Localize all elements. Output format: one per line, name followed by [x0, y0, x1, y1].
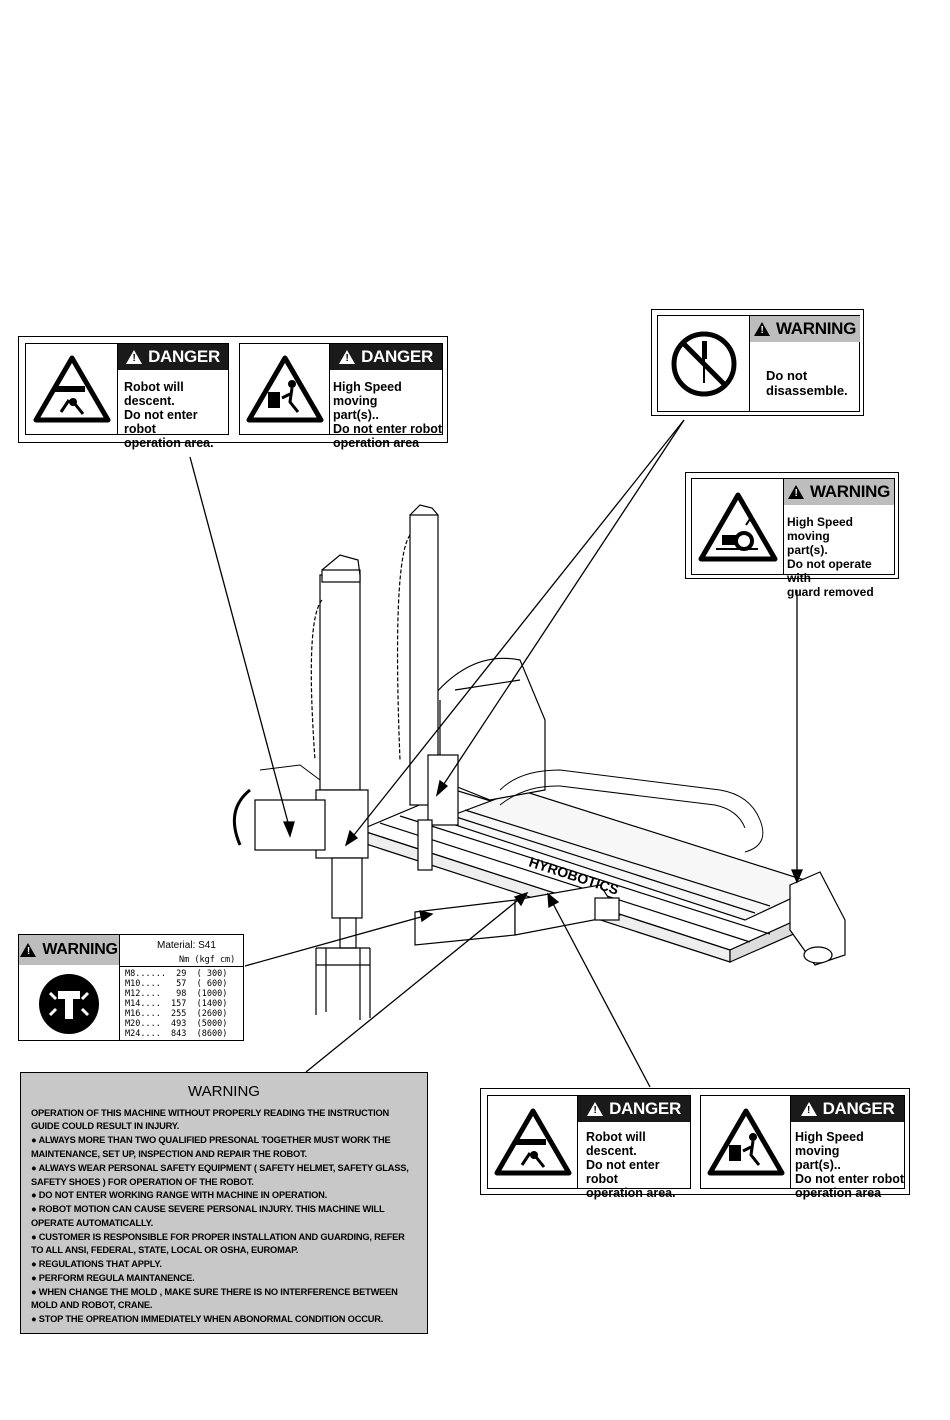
torque-row: M10.... 57 ( 600)	[125, 979, 228, 989]
torque-units: Nm (kgf cm)	[179, 955, 236, 965]
torque-row: M20.... 493 (5000)	[125, 1019, 228, 1029]
danger-header-text: DANGER	[148, 347, 220, 366]
danger-text: High Speed moving part(s).. Do not enter…	[795, 1130, 905, 1200]
torque-material: Material: S41	[157, 940, 216, 951]
alert-triangle-icon: !	[126, 350, 143, 364]
warning-header-text: WARNING	[42, 941, 118, 958]
warning-line: ● ALWAYS WEAR PERSONAL SAFETY EQUIPMENT …	[31, 1163, 409, 1173]
danger-header: ! DANGER	[578, 1096, 690, 1122]
torque-divider	[120, 966, 243, 967]
alert-triangle-icon: !	[753, 322, 770, 336]
alert-triangle-icon: !	[587, 1102, 604, 1116]
alert-triangle-icon: !	[800, 1102, 817, 1116]
danger-text: High Speed moving part(s).. Do not enter…	[333, 380, 443, 450]
warning-line: ● ROBOT MOTION CAN CAUSE SEVERE PERSONAL…	[31, 1204, 385, 1214]
torque-row: M24.... 843 (8600)	[125, 1029, 228, 1039]
warning-header-text: WARNING	[775, 319, 857, 338]
warning-label-inner: ! WARNING High Speed moving part(s). Do n…	[691, 478, 895, 599]
warning-line: ● PERFORM REGULA MAINTANENCE.	[31, 1273, 195, 1283]
crush-hazard-icon	[26, 344, 118, 434]
warning-line: ● CUSTOMER IS RESPONSIBLE FOR PROPER INS…	[31, 1232, 405, 1242]
alert-triangle-icon: !	[20, 943, 37, 957]
danger-header: ! DANGER	[330, 344, 442, 370]
moving-parts-hazard-icon	[701, 1096, 791, 1188]
warning-label-inner: ! WARNING Do not disassemble.	[657, 315, 860, 412]
crush-hazard-icon	[488, 1096, 578, 1188]
torque-row: M16.... 255 (2600)	[125, 1009, 228, 1019]
torque-row: M12.... 98 (1000)	[125, 989, 228, 999]
danger-text: Robot will descent. Do not enter robot o…	[124, 380, 214, 450]
danger-text: Robot will descent. Do not enter robot o…	[586, 1130, 676, 1200]
danger-label-speed-bottom: ! DANGER High Speed moving part(s).. Do n…	[700, 1095, 905, 1200]
entanglement-hazard-icon	[692, 479, 784, 574]
danger-label-group-top: ! DANGER Robot will descent. Do not enter…	[18, 336, 448, 450]
warning-line: OPERATE AUTOMATICALLY.	[31, 1218, 153, 1228]
warning-line: TO ALL ANSI, FEDERAL, STATE, LOCAL OR OS…	[31, 1245, 299, 1255]
warning-label-guard: ! WARNING High Speed moving part(s). Do n…	[685, 472, 899, 599]
danger-header-text: DANGER	[361, 347, 433, 366]
warning-line: MOLD AND ROBOT, CRANE.	[31, 1300, 153, 1310]
warning-text: High Speed moving part(s). Do not operat…	[787, 515, 874, 599]
warning-line: OPERATION OF THIS MACHINE WITHOUT PROPER…	[31, 1108, 389, 1118]
warning-line: ● REGULATIONS THAT APPLY.	[31, 1259, 162, 1269]
torque-row: M14.... 157 (1400)	[125, 999, 228, 1009]
warning-line: ● ALWAYS MORE THAN TWO QUALIFIED PRESONA…	[31, 1135, 391, 1145]
warning-line: ● WHEN CHANGE THE MOLD , MAKE SURE THERE…	[31, 1287, 398, 1297]
warning-line: ● STOP THE OPREATION IMMEDIATELY WHEN AB…	[31, 1314, 384, 1324]
warning-header: ! WARNING	[19, 935, 119, 965]
danger-header-text: DANGER	[822, 1099, 895, 1118]
danger-header-text: DANGER	[609, 1099, 681, 1118]
warning-header-text: WARNING	[809, 482, 891, 501]
torque-row: M8...... 29 ( 300)	[125, 969, 228, 979]
warning-line: MAINTENANCE, SET UP, INSPECTION AND REPA…	[31, 1149, 307, 1159]
warning-label-disassemble: ! WARNING Do not disassemble.	[651, 309, 864, 416]
danger-header: ! DANGER	[118, 344, 228, 370]
danger-label-descent-bottom: ! DANGER Robot will descent. Do not enter…	[487, 1095, 691, 1200]
danger-label-speed-top: ! DANGER High Speed moving part(s).. Do n…	[239, 343, 443, 450]
danger-label-descent-top: ! DANGER Robot will descent. Do not enter…	[25, 343, 229, 450]
warning-line: SAFETY SHOES ) FOR OPERATION OF THE ROBO…	[31, 1177, 254, 1187]
alert-triangle-icon: !	[787, 485, 804, 499]
warning-torque-label: ! WARNING Material: S41 Nm (kgf cm) M8...…	[18, 934, 244, 1041]
danger-label-group-bottom: ! DANGER Robot will descent. Do not enter…	[480, 1088, 910, 1200]
warning-line: ● DO NOT ENTER WORKING RANGE WITH MACHIN…	[31, 1190, 328, 1200]
warning-instructions-panel: WARNING OPERATION OF THIS MACHINE WITHOU…	[20, 1072, 428, 1334]
warning-header: ! WARNING	[784, 479, 894, 505]
warning-panel-title: WARNING	[188, 1083, 260, 1100]
warning-text: Do not disassemble.	[766, 368, 848, 398]
danger-header: ! DANGER	[791, 1096, 904, 1122]
torque-left-cell: ! WARNING	[19, 935, 120, 1040]
no-disassemble-icon	[658, 316, 750, 411]
warning-line: GUIDE COULD RESULT IN INJURY.	[31, 1121, 180, 1131]
bolt-tighten-icon	[38, 973, 100, 1035]
alert-triangle-icon: !	[339, 350, 356, 364]
moving-parts-hazard-icon	[240, 344, 330, 434]
warning-header: ! WARNING	[750, 316, 860, 342]
